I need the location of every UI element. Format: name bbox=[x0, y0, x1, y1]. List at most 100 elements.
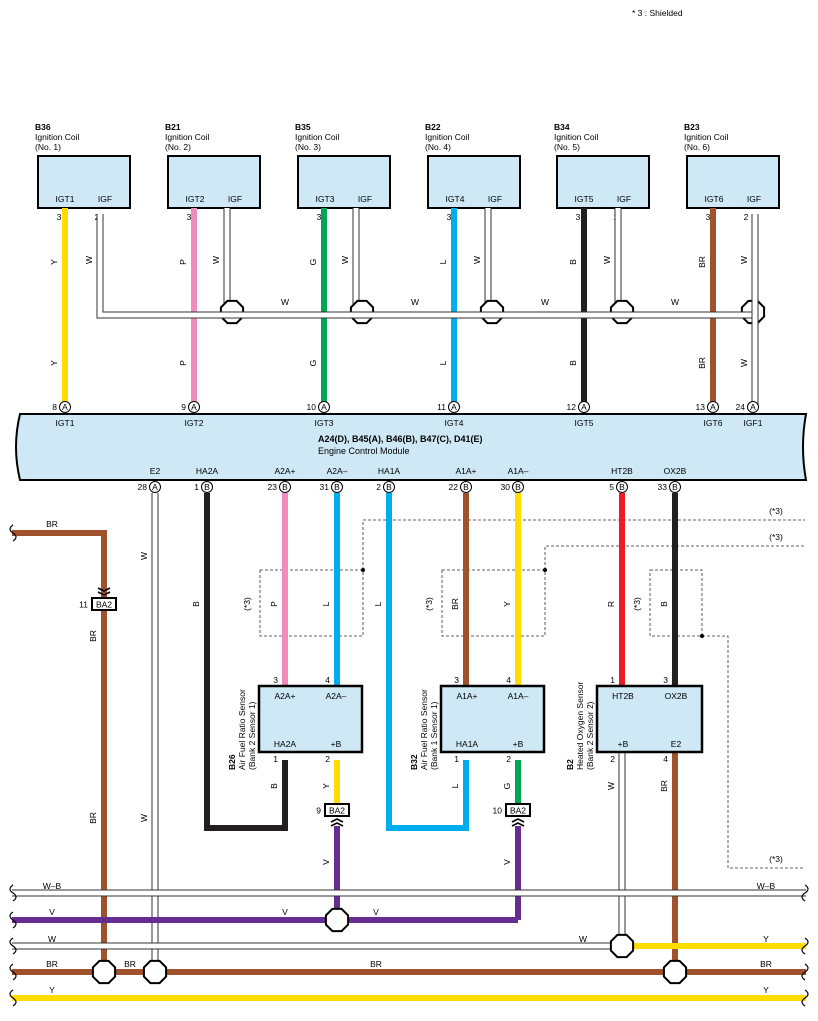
splice-w bbox=[609, 933, 635, 959]
br-left-label-v: BR bbox=[88, 630, 98, 642]
sensor-pin-tr: A1A– bbox=[508, 691, 529, 701]
ecm-title: A24(D), B45(A), B46(B), B47(C), D41(E) bbox=[318, 434, 483, 444]
sensor-name: Air Fuel Ratio Sensor bbox=[237, 689, 247, 770]
coil-pin-igt: IGT4 bbox=[446, 194, 465, 204]
ecm-bottom-pin-num: 31 bbox=[320, 482, 330, 492]
coil-pin-igt: IGT3 bbox=[316, 194, 335, 204]
b2-plusb-label: W bbox=[606, 782, 616, 790]
igf-bus-label: W bbox=[671, 297, 679, 307]
coil-pin-num-igt: 3 bbox=[57, 212, 62, 222]
coil-pin-igt: IGT6 bbox=[705, 194, 724, 204]
ecm-top-pin-circle bbox=[59, 401, 71, 413]
igf-wire-label: W bbox=[739, 359, 749, 367]
e2-label: W bbox=[139, 552, 149, 560]
coil-pin-num-igt: 3 bbox=[706, 212, 711, 222]
ecm-bottom-pin-label: A2A+ bbox=[274, 466, 295, 476]
br-label: BR bbox=[124, 959, 136, 969]
coil-box bbox=[686, 155, 780, 209]
ecm-top-pin-circle bbox=[188, 401, 200, 413]
sensor-position: (Bank 1 Sensor 1) bbox=[429, 701, 439, 770]
br-label: BR bbox=[370, 959, 382, 969]
igt-wire-label: BR bbox=[697, 256, 707, 268]
splice-br bbox=[91, 959, 117, 985]
ba2-chevron bbox=[511, 818, 525, 823]
sensor-code: B2 bbox=[565, 759, 575, 770]
br-label: BR bbox=[760, 959, 772, 969]
sensor-box bbox=[595, 684, 704, 754]
igt-wire-label: L bbox=[438, 360, 448, 365]
coil-number: (No. 5) bbox=[554, 142, 580, 152]
ba2-num: 9 bbox=[316, 806, 321, 816]
ecm-bottom-pins: A28E2B1HA2AB23A2A+B31A2A–B2HA1AB22A1A+B3… bbox=[138, 466, 687, 493]
sensor-position: (Bank 2 Sensor 1) bbox=[247, 701, 257, 770]
break-left bbox=[9, 963, 17, 981]
coil-box bbox=[37, 155, 131, 209]
coil-pin-num-igt: 3 bbox=[576, 212, 581, 222]
shield-lines bbox=[259, 519, 805, 869]
ba2-label: BA2 bbox=[329, 806, 345, 816]
ecm-bottom-pin-letter: B bbox=[204, 482, 210, 492]
sensor-box bbox=[439, 684, 546, 754]
ecm-bottom-pin-label: E2 bbox=[150, 466, 161, 476]
ecm-top-pin-circle bbox=[318, 401, 330, 413]
coil-code: B23 bbox=[684, 122, 700, 132]
sensor-num-tl: 3 bbox=[454, 675, 459, 685]
igt-wire-label: G bbox=[308, 259, 318, 266]
ecm-bottom-pin-num: 2 bbox=[376, 482, 381, 492]
y-label: Y bbox=[763, 985, 769, 995]
ox2b-label: B bbox=[659, 601, 669, 607]
ecm-top-pin-letter: A bbox=[191, 402, 197, 412]
ecm-top-pin-letter: A bbox=[710, 402, 716, 412]
coil-pin-igf: IGF bbox=[747, 194, 761, 204]
br-left-wire bbox=[12, 530, 107, 972]
coil-code: B22 bbox=[425, 122, 441, 132]
sensor-num-bl: 2 bbox=[610, 754, 615, 764]
sensor-num-tl: 3 bbox=[273, 675, 278, 685]
shielded-note: * 3 : Shielded bbox=[632, 8, 683, 18]
ecm-top-pin-num: 24 bbox=[736, 402, 746, 412]
engine-control-module: A24(D), B45(A), B46(B), B47(C), D41(E) E… bbox=[15, 413, 808, 481]
shield-label: (*3) bbox=[632, 597, 642, 611]
ha2a-wire bbox=[204, 493, 288, 831]
break-right bbox=[801, 937, 809, 955]
break-right bbox=[801, 884, 809, 902]
break-left bbox=[9, 911, 17, 929]
ecm-bottom-pin-num: 22 bbox=[449, 482, 459, 492]
sensor-position: (Bank 2 Sensor 2) bbox=[585, 701, 595, 770]
ecm-bottom-pin-circle bbox=[383, 481, 395, 493]
ecm-bottom-pin-num: 28 bbox=[138, 482, 148, 492]
ecm-bottom-pin-circle bbox=[669, 481, 681, 493]
sensor-pin-tr: A2A– bbox=[326, 691, 347, 701]
sensor-pin-tl: A1A+ bbox=[456, 691, 477, 701]
coil-name: Ignition Coil bbox=[554, 132, 599, 142]
igf-wire-label: W bbox=[211, 256, 221, 264]
sensor-num-tr: 4 bbox=[325, 675, 330, 685]
shield-label: (*3) bbox=[424, 597, 434, 611]
ba2-label: BA2 bbox=[96, 600, 112, 610]
igf-bus-label: W bbox=[541, 297, 549, 307]
ha1a-wire bbox=[386, 493, 469, 831]
coil-name: Ignition Coil bbox=[165, 132, 210, 142]
coil-code: B21 bbox=[165, 122, 181, 132]
break-left bbox=[9, 884, 17, 902]
ecm-bottom-pin-letter: A bbox=[152, 482, 158, 492]
shield-label-right: (*3) bbox=[769, 506, 783, 516]
sensor-name: Air Fuel Ratio Sensor bbox=[419, 689, 429, 770]
coil-code: B34 bbox=[554, 122, 570, 132]
ecm-top-pin-num: 8 bbox=[52, 402, 57, 412]
coil-box bbox=[556, 155, 650, 209]
ba2-connector-b26: BA2 9 bbox=[316, 803, 350, 827]
break-right bbox=[801, 963, 809, 981]
ecm-top-pin-label: IGT2 bbox=[185, 418, 204, 428]
ecm-bottom-pin-label: OX2B bbox=[664, 466, 687, 476]
ecm-bottom-pin-letter: B bbox=[463, 482, 469, 492]
igt-wire-label: B bbox=[568, 259, 578, 265]
